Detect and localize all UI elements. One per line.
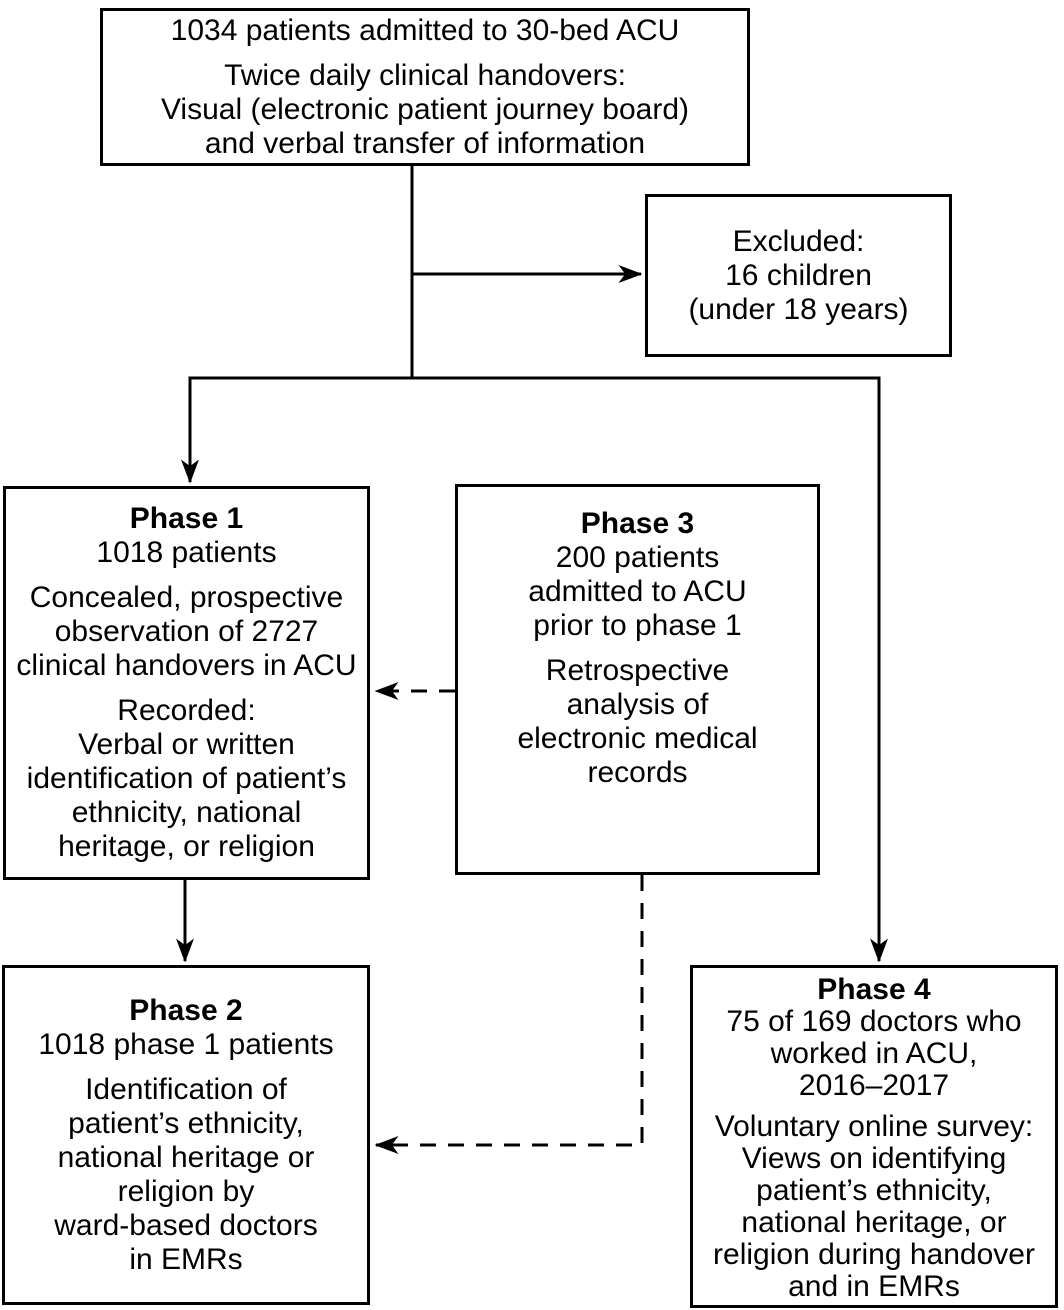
phase1-subheading: 1018 patients — [96, 536, 277, 569]
phase4-subheading: 75 of 169 doctors who worked in ACU, 201… — [726, 1005, 1022, 1102]
admission-line: 1034 patients admitted to 30-bed ACU — [170, 13, 680, 47]
phase2-subheading: 1018 phase 1 patients — [38, 1027, 334, 1061]
phase2-detail: Identification of patient’s ethnicity, n… — [54, 1072, 318, 1276]
phase1-recorded: Recorded: Verbal or written identificati… — [26, 694, 347, 863]
box-admission: 1034 patients admitted to 30-bed ACU Twi… — [100, 8, 750, 166]
box-phase4: Phase 4 75 of 169 doctors who worked in … — [690, 965, 1058, 1308]
phase3-heading: Phase 3 — [580, 507, 695, 540]
phase1-heading: Phase 1 — [129, 502, 244, 535]
box-phase1: Phase 1 1018 patients Concealed, prospec… — [3, 486, 370, 880]
excluded-text: Excluded: 16 children (under 18 years) — [688, 224, 909, 326]
box-phase3: Phase 3 200 patients admitted to ACU pri… — [455, 484, 820, 875]
arrow-phase3-to-phase2 — [374, 875, 644, 1154]
phase1-detail: Concealed, prospective observation of 27… — [16, 581, 357, 682]
phase2-heading: Phase 2 — [129, 993, 243, 1027]
phase3-subheading: 200 patients admitted to ACU prior to ph… — [528, 541, 747, 642]
box-phase2: Phase 2 1018 phase 1 patients Identifica… — [2, 965, 370, 1305]
phase4-heading: Phase 4 — [817, 973, 931, 1006]
box-excluded: Excluded: 16 children (under 18 years) — [645, 194, 952, 357]
admission-detail: Twice daily clinical handovers: Visual (… — [160, 58, 690, 160]
phase3-detail: Retrospective analysis of electronic med… — [517, 654, 758, 789]
phase4-detail: Voluntary online survey: Views on identi… — [713, 1110, 1035, 1303]
